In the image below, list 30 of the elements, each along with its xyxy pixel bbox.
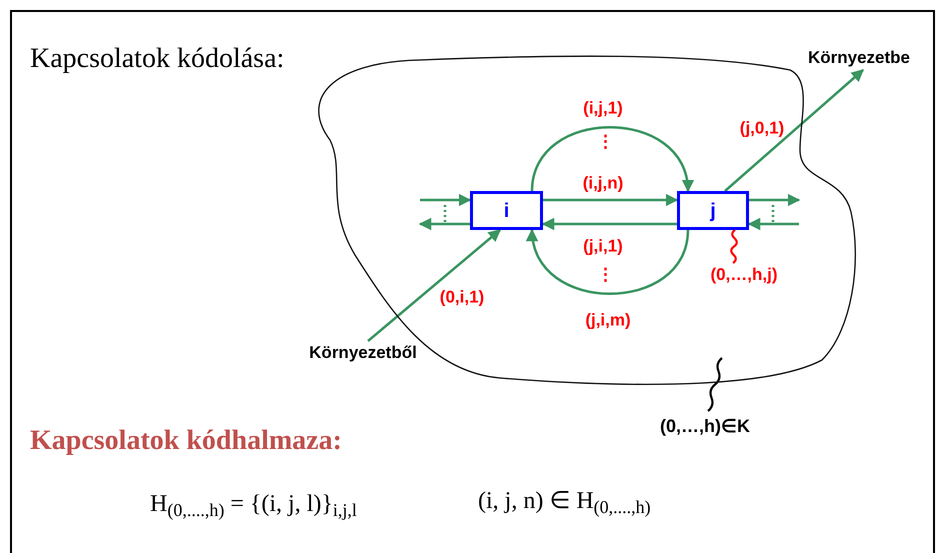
ellipsis-mark: ⋮: [597, 133, 614, 150]
formula: H$_{(0,....,h)}$ = {(i, j, l)}$_{i,j,l}$: [150, 490, 357, 522]
edge-label: (j,0,1): [740, 117, 784, 140]
node-label: Környezetbe: [783, 46, 935, 70]
edge-label: (j,i,m): [585, 309, 631, 332]
formula: (i, j, n) ∈ H$_{(0,....,h)}$: [478, 487, 651, 519]
node-label: (0,…,h)∈K: [638, 413, 772, 439]
arrow: [748, 218, 799, 230]
node-label: (0,…,h,j): [688, 263, 800, 287]
arrow: [543, 194, 678, 206]
arrow: [420, 194, 472, 206]
title: Kapcsolatok kódolása:: [30, 42, 284, 76]
arrow: [530, 126, 692, 192]
arrow: [418, 218, 470, 230]
leader-line: [707, 357, 723, 412]
arrow: [724, 69, 864, 192]
arrow: [749, 194, 800, 206]
section-heading: Kapcsolatok kódhalmaza:: [30, 424, 342, 458]
node-label: Környezetből: [278, 341, 448, 365]
ellipsis-mark: ⋮: [597, 266, 614, 283]
edge-label: (j,i,1): [583, 235, 623, 258]
leader-line: [730, 229, 738, 264]
arrow: [367, 229, 501, 342]
edge-label: (0,i,1): [440, 286, 484, 308]
process-box: i: [470, 191, 543, 230]
edge-label: (i,j,1): [583, 97, 623, 120]
edge-label: (i,j,n): [582, 172, 624, 194]
arrow: [542, 218, 677, 230]
process-box: j: [677, 191, 749, 230]
arrow: [528, 228, 690, 295]
